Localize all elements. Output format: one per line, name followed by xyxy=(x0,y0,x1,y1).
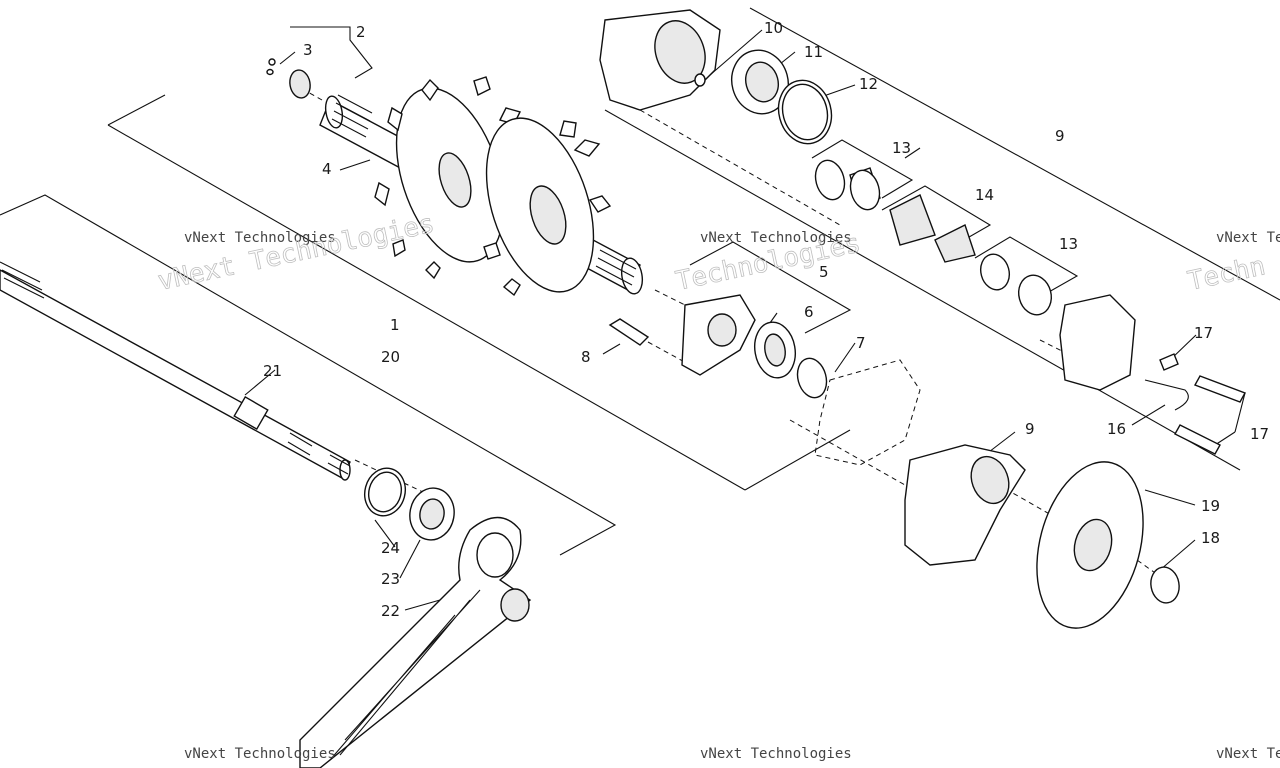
watermark-text: vNext Technologies xyxy=(184,746,336,762)
callout-20: 20 xyxy=(381,348,400,366)
callout-labels: 2 3 4 1 20 21 24 23 22 10 11 12 9 13 14 … xyxy=(263,19,1269,620)
callout-9-bottom: 9 xyxy=(1025,420,1035,438)
callout-8: 8 xyxy=(581,348,591,366)
callout-13-bottom: 13 xyxy=(1059,235,1078,253)
seal-parts xyxy=(266,58,311,99)
watermark-text: vNext Technologies xyxy=(184,230,336,246)
jackshaft-assembly xyxy=(0,261,532,768)
drive-shaft-assembly xyxy=(266,58,644,297)
callout-7: 7 xyxy=(856,334,866,352)
sprocket-left xyxy=(374,76,522,280)
watermark-text: vNext Te xyxy=(1216,230,1280,246)
callout-19: 18 xyxy=(1201,529,1220,547)
callout-23: 23 xyxy=(381,570,400,588)
callout-11: 11 xyxy=(804,43,823,61)
callout-17: 17 xyxy=(1250,425,1269,443)
callout-10: 10 xyxy=(764,19,783,37)
callout-9-top: 9 xyxy=(1055,127,1065,145)
callout-21: 21 xyxy=(263,362,282,380)
callout-15: 16 xyxy=(1107,420,1126,438)
callout-4: 4 xyxy=(322,160,332,178)
callout-5: 5 xyxy=(819,263,829,281)
callout-1: 1 xyxy=(390,316,400,334)
callout-12: 12 xyxy=(859,75,878,93)
watermark-text: vNext Technologies xyxy=(700,230,852,246)
leader-lines xyxy=(0,7,1280,611)
callout-24: 24 xyxy=(381,539,400,557)
brake-assembly xyxy=(599,9,1247,629)
callout-16: 17 xyxy=(1194,324,1213,342)
spline-right xyxy=(595,249,637,286)
watermark-text: vNext Te xyxy=(1216,746,1280,762)
callout-3: 3 xyxy=(303,41,313,59)
callout-22: 22 xyxy=(381,602,400,620)
callout-2: 2 xyxy=(356,23,366,41)
callout-18: 19 xyxy=(1201,497,1220,515)
watermark-logo-text: Techn xyxy=(1185,251,1268,297)
callout-6: 6 xyxy=(804,303,814,321)
callout-14: 14 xyxy=(975,186,994,204)
callout-13-top: 13 xyxy=(892,139,911,157)
watermark-text: vNext Technologies xyxy=(700,746,852,762)
spline-left xyxy=(331,94,373,138)
sprocket-right xyxy=(483,117,612,297)
